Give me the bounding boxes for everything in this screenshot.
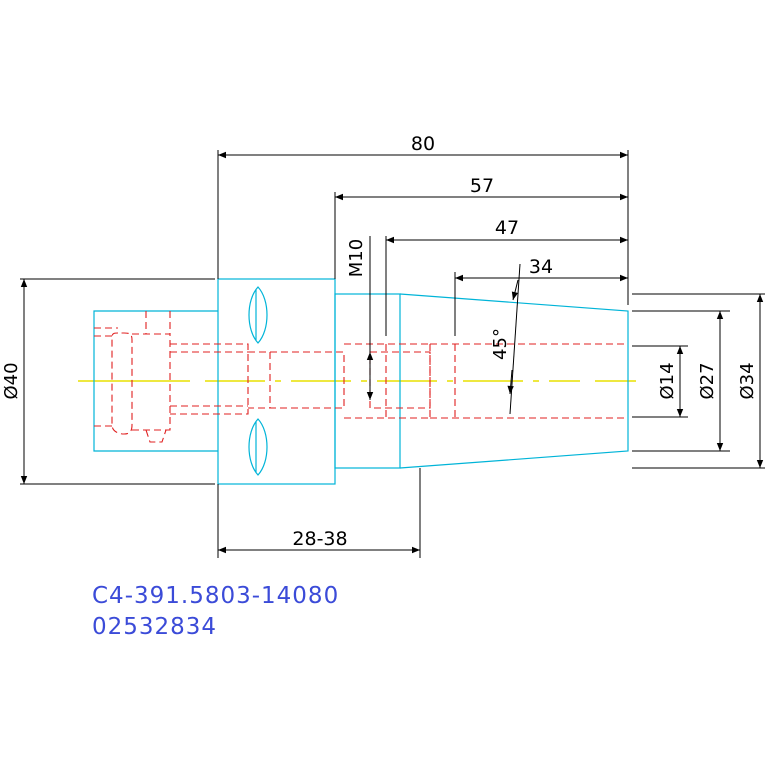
dim-text-47: 47 bbox=[495, 217, 519, 239]
angle-leader bbox=[509, 263, 521, 415]
drive-slot-upper bbox=[248, 286, 268, 344]
dim-text-angle: 45° bbox=[490, 328, 511, 360]
hidden-lines bbox=[94, 311, 628, 443]
dim-text-34: 34 bbox=[529, 256, 553, 278]
dimension-lines bbox=[20, 150, 765, 558]
retention-knob bbox=[94, 327, 133, 435]
serial-number-label: 02532834 bbox=[92, 614, 218, 640]
tool-holder-outline bbox=[93, 278, 629, 485]
dim-text-inner-diameter: Ø27 bbox=[697, 362, 718, 399]
shank-taper bbox=[93, 310, 218, 452]
internal-bore bbox=[248, 351, 345, 409]
dim-text-80: 80 bbox=[411, 133, 435, 155]
dim-text-57: 57 bbox=[470, 175, 494, 197]
part-number-label: C4-391.5803-14080 bbox=[92, 583, 340, 609]
collet-taper bbox=[399, 293, 629, 469]
dim-text-outer-diameter: Ø34 bbox=[737, 362, 758, 399]
dim-text-flange-diameter: Ø40 bbox=[1, 362, 22, 399]
dim-text-thread: M10 bbox=[346, 239, 367, 277]
dim-text-bore-diameter: Ø14 bbox=[657, 362, 678, 399]
dim-text-28-38: 28-38 bbox=[292, 528, 347, 550]
neck-section bbox=[334, 293, 401, 469]
drive-slot-lower bbox=[248, 418, 268, 476]
